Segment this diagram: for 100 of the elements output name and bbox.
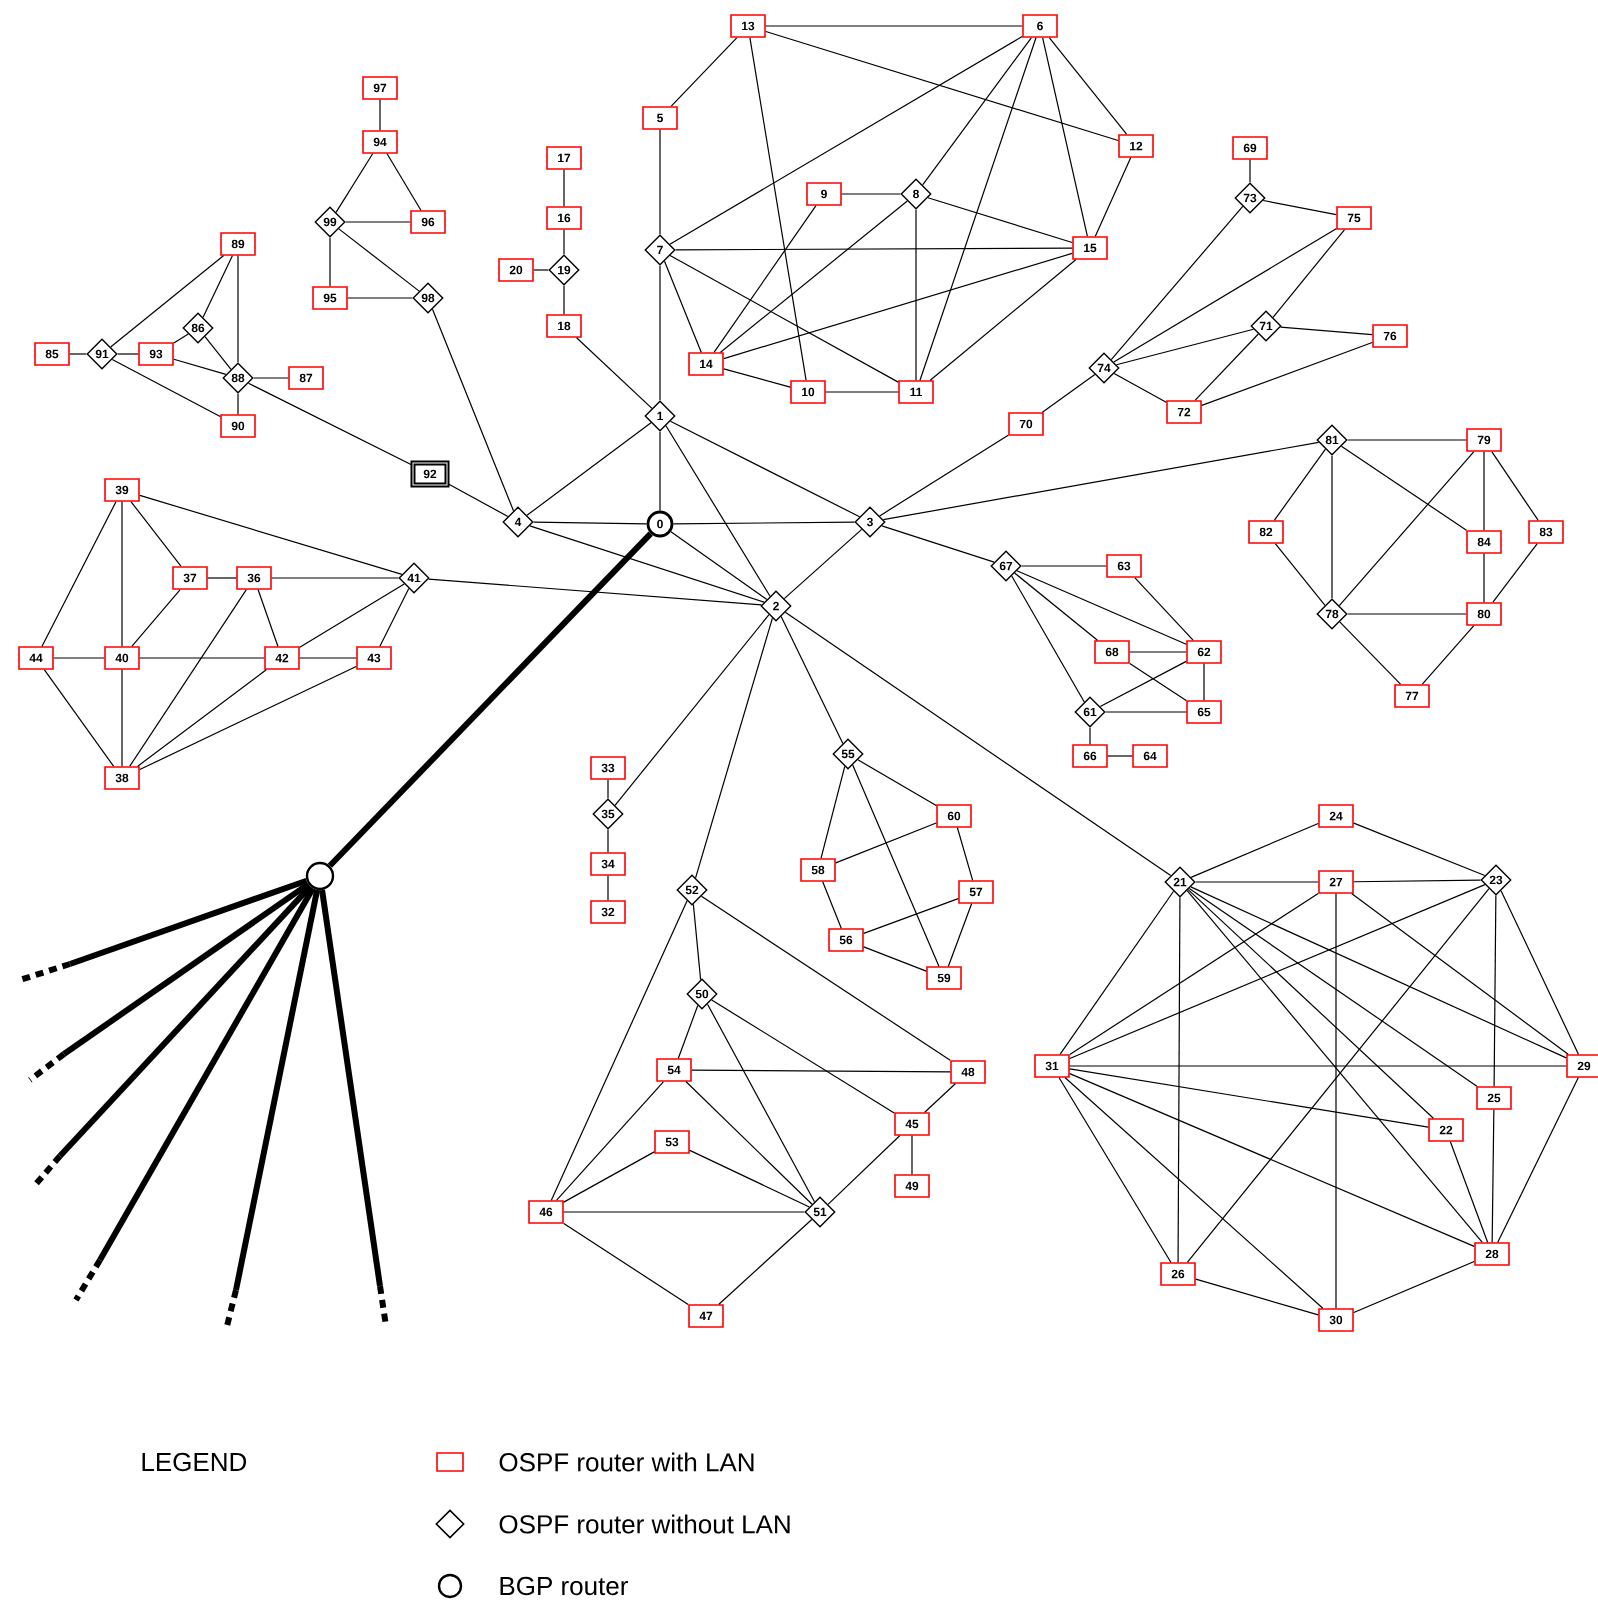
link-line: [550, 900, 688, 1201]
link-line: [852, 764, 940, 967]
link-line: [1273, 448, 1327, 521]
link-line: [121, 501, 123, 647]
link-line: [749, 37, 807, 381]
link-line: [139, 657, 265, 659]
link-line: [675, 247, 1073, 251]
link-line: [706, 1003, 816, 1203]
link-line: [1274, 543, 1326, 606]
link-line: [257, 589, 279, 647]
link-line: [780, 615, 844, 745]
link-line: [335, 153, 374, 213]
link-line: [713, 205, 817, 353]
link-line: [827, 1135, 901, 1205]
link-line: [1129, 651, 1187, 653]
link-line: [825, 391, 899, 393]
link-line: [563, 229, 565, 255]
link-line: [1353, 879, 1482, 883]
link-line: [607, 829, 609, 853]
link-line: [1177, 897, 1181, 1263]
link-line: [427, 578, 763, 606]
link-line: [431, 308, 515, 512]
link-line: [1195, 881, 1319, 883]
link-line: [1347, 439, 1467, 441]
link-line: [607, 875, 609, 901]
link-line: [1069, 892, 1319, 1056]
link-line: [1351, 893, 1569, 1055]
link-line: [1279, 326, 1373, 336]
link-line: [139, 665, 357, 771]
link-line: [659, 431, 661, 512]
link-line: [669, 255, 899, 383]
link-line: [1335, 893, 1337, 1309]
link-line: [1069, 1065, 1567, 1067]
link-line: [110, 255, 224, 348]
link-line: [863, 946, 927, 972]
link-line: [1089, 727, 1091, 745]
link-line: [1099, 660, 1187, 708]
link-line: [670, 37, 738, 107]
link-line: [345, 221, 411, 223]
link-line: [1069, 884, 1486, 1060]
link-line: [1110, 205, 1244, 361]
link-line: [137, 669, 267, 767]
link-line: [69, 353, 87, 355]
bgp-router-circle: [305, 861, 335, 891]
link-line: [1340, 445, 1467, 531]
link-line: [1272, 229, 1345, 318]
link-line: [237, 255, 239, 363]
link-line: [879, 434, 1009, 517]
link-line: [669, 420, 861, 518]
link-line: [1064, 1077, 1324, 1309]
link-line: [1331, 455, 1333, 599]
link-line: [685, 1081, 813, 1205]
link-line: [1129, 663, 1187, 701]
legend-text: BGP router: [500, 1576, 628, 1596]
link-line: [723, 252, 1073, 360]
open-link-line: [19, 877, 308, 983]
link-line: [1115, 328, 1255, 366]
link-line: [1011, 575, 1085, 703]
link-line: [1491, 1109, 1495, 1243]
link-line: [237, 393, 239, 415]
link-line: [835, 822, 937, 864]
link-line: [53, 657, 105, 659]
legend-heading: LEGEND: [142, 1452, 247, 1472]
link-line: [247, 382, 413, 466]
link-line: [1262, 199, 1337, 216]
link-line: [784, 611, 1172, 877]
link-line: [1187, 888, 1434, 1119]
link-line: [919, 37, 1037, 381]
link-line: [576, 337, 653, 409]
link-line: [204, 336, 232, 370]
link-line: [1107, 755, 1133, 757]
link-line: [526, 422, 652, 516]
link-line: [1491, 451, 1539, 521]
link-line: [1190, 822, 1319, 878]
link-line: [1041, 373, 1096, 413]
link-line: [1195, 1278, 1319, 1316]
link-line: [43, 669, 115, 767]
link-line: [765, 25, 1023, 27]
link-line: [614, 614, 770, 806]
link-line: [695, 617, 773, 879]
link-line: [857, 759, 937, 807]
link-line: [1048, 37, 1128, 135]
link-line: [1483, 553, 1485, 603]
link-line: [718, 1218, 813, 1305]
link-line: [956, 827, 974, 881]
link-line: [131, 589, 181, 647]
link-line: [863, 897, 959, 934]
link-line: [117, 353, 139, 355]
link-line: [329, 237, 331, 287]
open-link-line: [223, 889, 321, 1331]
link-line: [338, 228, 420, 292]
link-line: [253, 377, 289, 379]
link-line: [1058, 1077, 1172, 1263]
legend-text: OSPF router without LAN: [499, 1514, 790, 1534]
link-line: [556, 1081, 664, 1201]
link-line: [692, 903, 702, 981]
link-line: [1203, 663, 1205, 701]
link-line: [700, 895, 951, 1061]
link-line: [563, 169, 565, 207]
link-line: [881, 525, 995, 563]
